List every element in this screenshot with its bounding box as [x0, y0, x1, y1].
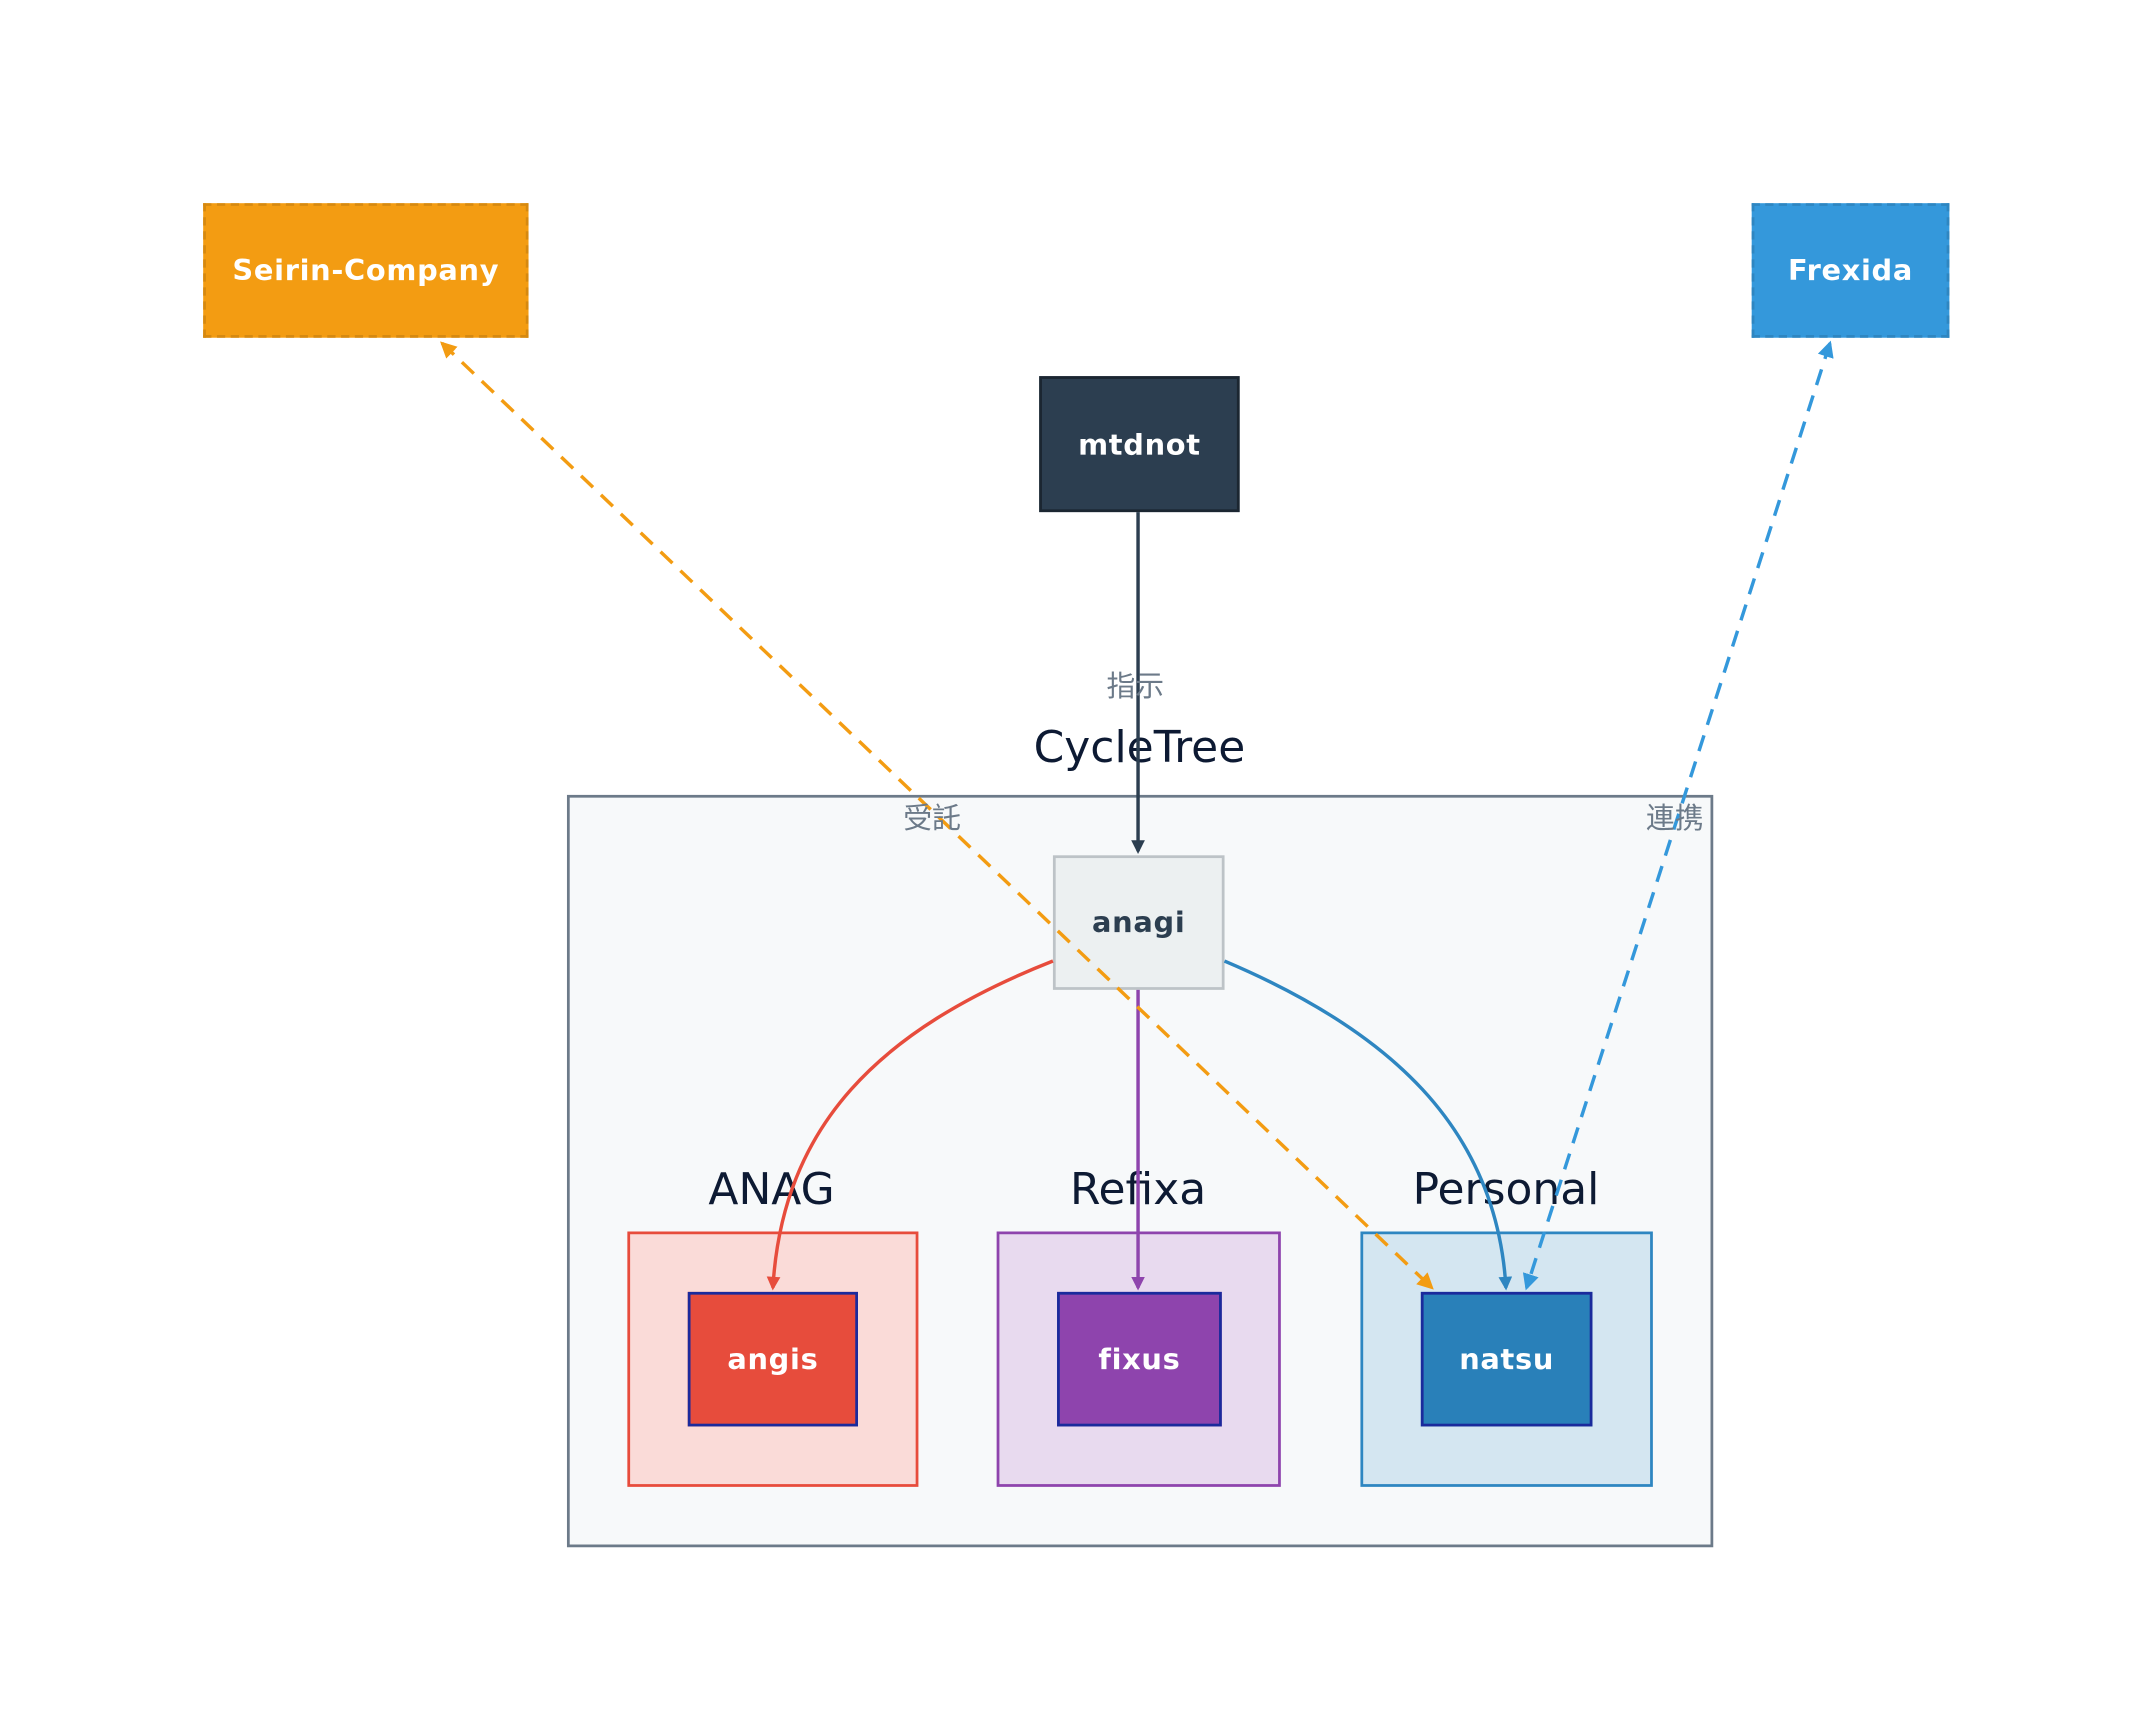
- node-natsu[interactable]: natsu: [1420, 1291, 1593, 1427]
- edge-anagi-natsu: [1223, 959, 1513, 1291]
- edge-anagi-angis: [766, 959, 1054, 1291]
- edge-frexida-natsu: [1522, 340, 1834, 1291]
- node-seirin-company[interactable]: Seirin-Company: [203, 203, 529, 338]
- node-angis[interactable]: angis: [687, 1291, 858, 1427]
- edge-label-instruction: 指示: [1106, 669, 1165, 703]
- edge-seirin-natsu: [440, 341, 1434, 1290]
- edge-label-collaboration: 連携: [1645, 801, 1704, 835]
- edge-label-contract: 受託: [903, 801, 961, 835]
- node-frexida[interactable]: Frexida: [1751, 203, 1950, 338]
- node-fixus[interactable]: fixus: [1057, 1291, 1222, 1427]
